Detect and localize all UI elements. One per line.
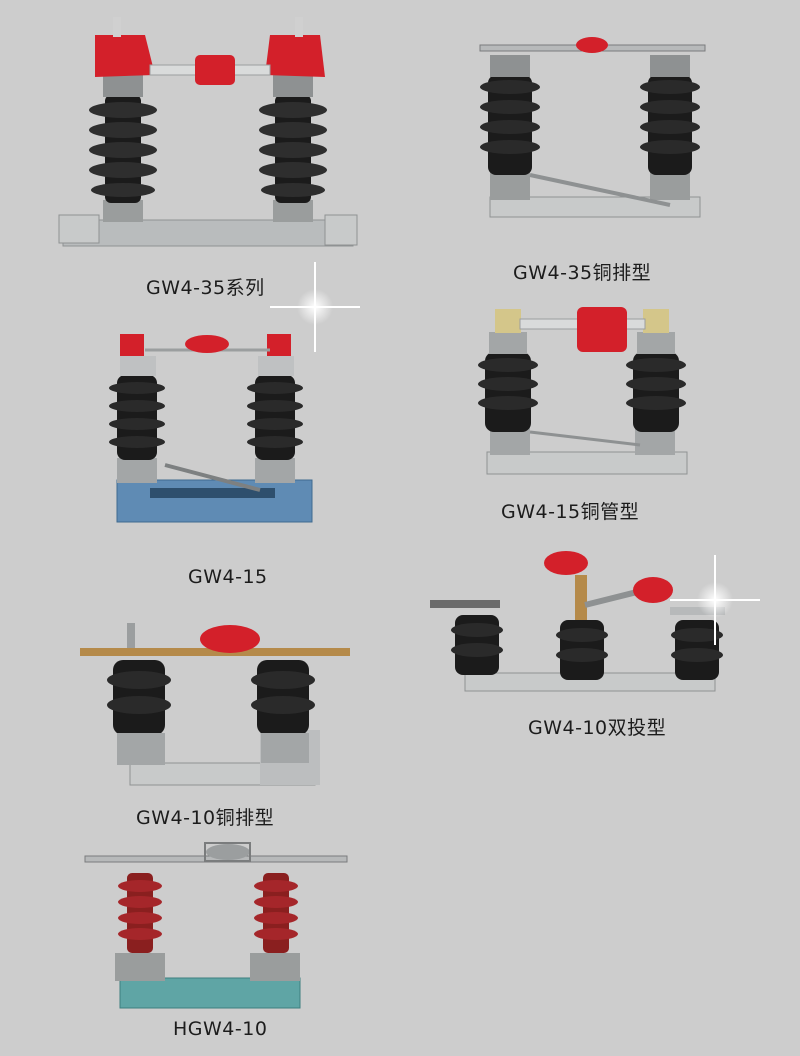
product-image-gw4-35-series bbox=[58, 17, 358, 247]
caption-gw4-35-series: GW4-35系列 bbox=[146, 277, 265, 299]
caption-gw4-15: GW4-15 bbox=[188, 566, 268, 588]
caption-gw4-15-copper-tube: GW4-15铜管型 bbox=[501, 501, 640, 523]
caption-hgw4-10: HGW4-10 bbox=[173, 1018, 268, 1040]
caption-gw4-10-double-throw: GW4-10双投型 bbox=[528, 717, 667, 739]
product-image-gw4-10-double-throw bbox=[430, 551, 725, 692]
caption-gw4-35-copper-bar: GW4-35铜排型 bbox=[513, 262, 652, 284]
caption-gw4-10-copper-bar: GW4-10铜排型 bbox=[136, 807, 275, 829]
product-image-gw4-15 bbox=[109, 334, 313, 523]
product-image-gw4-10-copper-bar bbox=[80, 623, 350, 786]
product-image-gw4-35-copper-bar bbox=[479, 37, 706, 218]
product-image-gw4-15-copper-tube bbox=[478, 307, 688, 475]
product-image-hgw4-10 bbox=[84, 842, 348, 1009]
sparkle-decoration-2 bbox=[670, 555, 760, 645]
sparkle-decoration-1 bbox=[270, 262, 360, 352]
